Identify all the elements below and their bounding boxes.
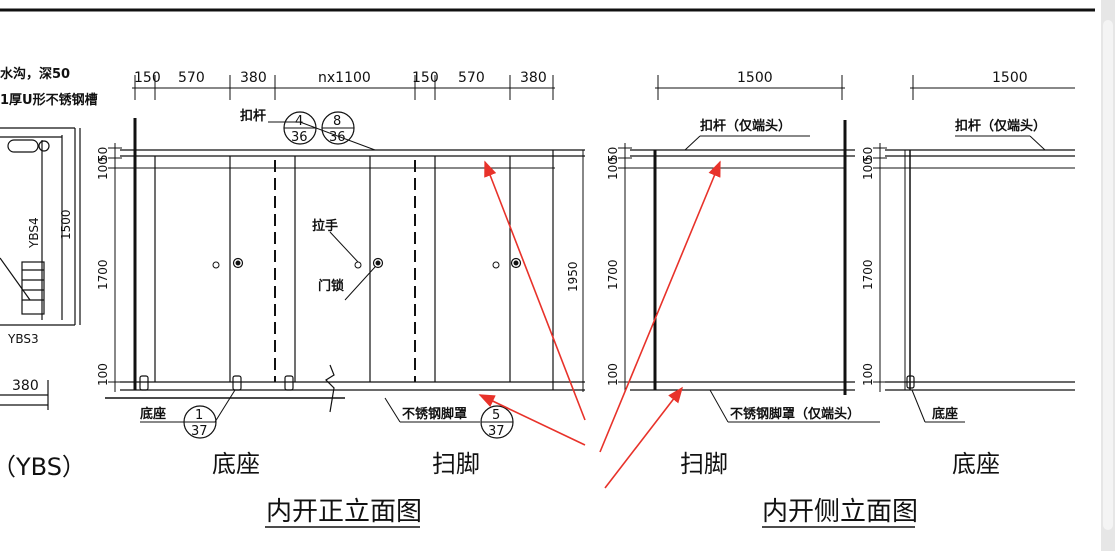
- front-label-handle: 拉手: [312, 218, 338, 234]
- side2-label-rail: 扣杆（仅端头）: [955, 118, 1046, 134]
- caption-ybs: （YBS）: [0, 453, 86, 481]
- side2-dim-left-100b: 100: [861, 363, 875, 386]
- side1-label-kick: 不锈钢脚罩（仅端头）: [730, 406, 860, 422]
- left-partial-plan: [0, 127, 81, 410]
- front-dim-380a: 380: [240, 70, 267, 86]
- front-dim-nx1100: nx1100: [318, 70, 371, 86]
- callout-3-bottom: 37: [191, 424, 208, 439]
- callout-2-top: 8: [333, 114, 341, 129]
- callout-4-bottom: 37: [488, 424, 505, 439]
- front-dim-left-1700: 1700: [96, 259, 110, 290]
- red-annotation-arrows: [478, 160, 721, 489]
- side2-dim-left-50: 50: [861, 147, 875, 162]
- side1-dim-left-100: 100: [606, 157, 620, 180]
- side1-dim-left-1700: 1700: [606, 259, 620, 290]
- side2-dim-left-1700: 1700: [861, 259, 875, 290]
- side2-label-base: 底座: [932, 406, 958, 422]
- front-label-base: 底座: [140, 406, 166, 422]
- side1-dim-1500: 1500: [737, 70, 773, 86]
- front-dim-left-100: 100: [96, 157, 110, 180]
- front-dim-150b: 150: [412, 70, 439, 86]
- callout-2-bottom: 36: [329, 130, 346, 145]
- label-ybs4: YBS4: [27, 217, 41, 249]
- callout-1-top: 4: [295, 114, 303, 129]
- side1-label-rail: 扣杆（仅端头）: [700, 118, 791, 134]
- front-dim-570b: 570: [458, 70, 485, 86]
- red-arrow-front-rail: [484, 160, 586, 421]
- side-annotation-base: 底座: [952, 450, 1000, 478]
- side1-dim-left-100b: 100: [606, 363, 620, 386]
- front-dim-left-100b: 100: [96, 363, 110, 386]
- front-dim-150a: 150: [134, 70, 161, 86]
- dim-380-left: 380: [12, 378, 39, 394]
- front-label-lock: 门锁: [318, 278, 344, 294]
- front-annotation-kick: 扫脚: [432, 450, 480, 478]
- side-title: 内开侧立面图: [762, 497, 918, 527]
- red-arrow-side-rail: [599, 160, 721, 453]
- front-label-kickplate: 不锈钢脚罩: [402, 406, 467, 422]
- front-label-rail: 扣杆: [240, 108, 266, 124]
- side-elevation-2: [873, 75, 1075, 423]
- front-elevation: [105, 75, 585, 528]
- front-annotation-base: 底座: [212, 450, 260, 478]
- dim-1500-left: 1500: [59, 209, 73, 240]
- callout-1-bottom: 36: [291, 130, 308, 145]
- front-dim-570a: 570: [178, 70, 205, 86]
- red-arrow-side-kick: [604, 386, 683, 489]
- side1-dim-left-50: 50: [606, 147, 620, 162]
- drain-note-line1: 水沟，深50: [0, 66, 70, 82]
- front-dim-380b: 380: [520, 70, 547, 86]
- front-dim-right-1950: 1950: [566, 261, 580, 292]
- callout-4-top: 5: [492, 408, 500, 423]
- front-dim-left-50: 50: [96, 147, 110, 162]
- side2-dim-left-100: 100: [861, 157, 875, 180]
- callout-3-top: 1: [195, 408, 203, 423]
- scrollbar-thumb[interactable]: [1103, 20, 1113, 530]
- side-annotation-kick: 扫脚: [680, 450, 728, 478]
- red-arrow-front-kick: [478, 394, 586, 446]
- label-ybs3: YBS3: [7, 332, 39, 346]
- side2-dim-1500: 1500: [992, 70, 1028, 86]
- drain-note-line2: 1厚U形不锈钢槽: [0, 92, 98, 108]
- front-title: 内开正立面图: [266, 497, 422, 527]
- side-elevation-1: [618, 75, 915, 528]
